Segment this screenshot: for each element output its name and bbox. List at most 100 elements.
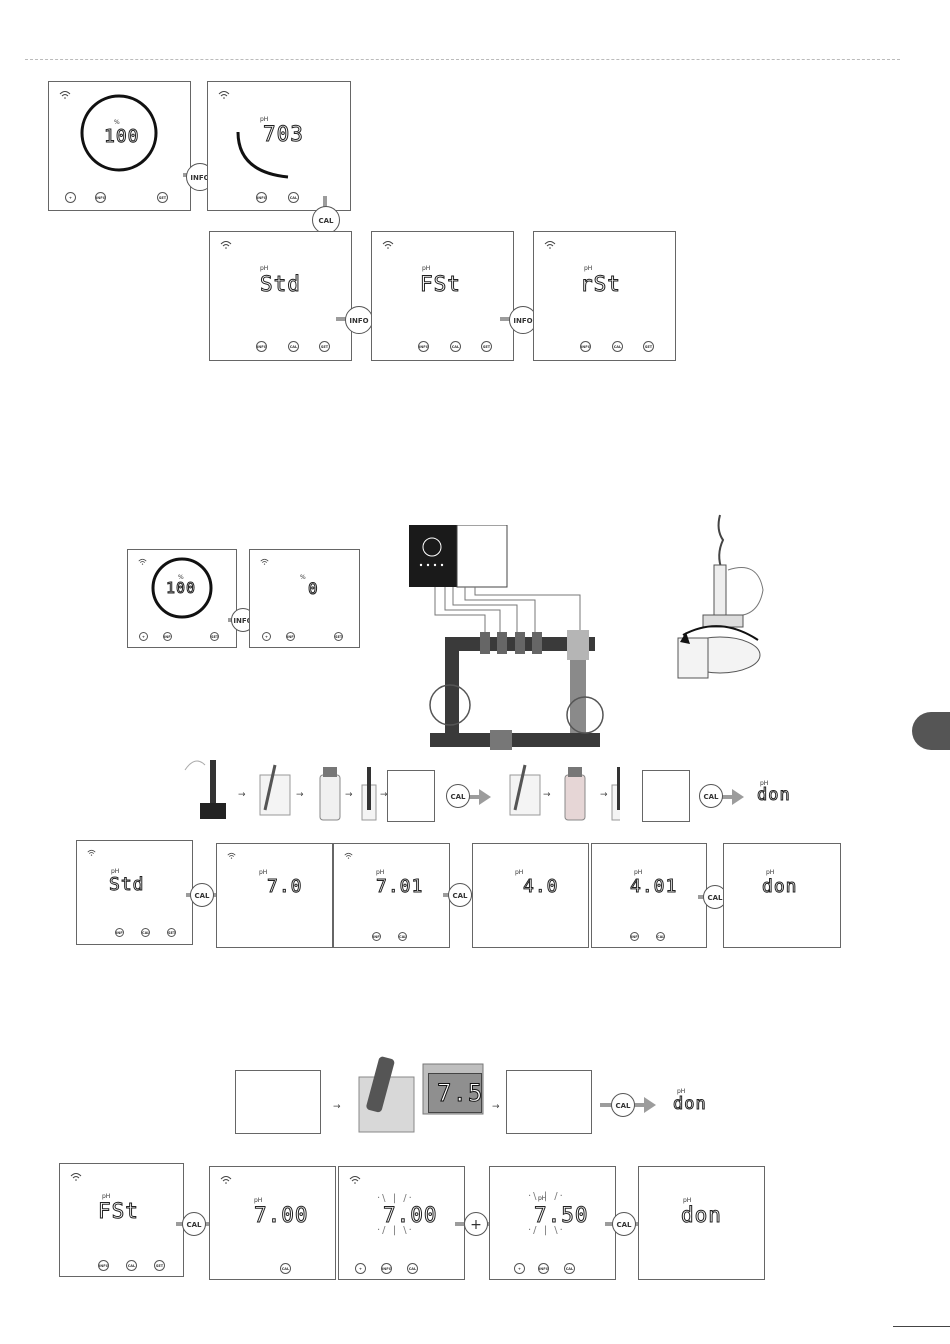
cal-button[interactable]: CAL [612,341,623,352]
cal-bubble: CAL [699,784,723,808]
lcd-done: don [673,1094,707,1115]
info-button[interactable]: INFO [256,192,267,203]
progress-ring [151,557,213,619]
cal-button[interactable]: CAL [656,932,665,941]
plus-button[interactable]: + [262,632,271,641]
lcd-value: 100 [165,579,197,598]
set-button[interactable]: SET [154,1260,165,1271]
cal-bubble: CAL [190,883,214,907]
ph-unit: pH [102,1193,111,1200]
step-arrow-icon: → [492,1102,500,1112]
footer-rule [893,1326,950,1327]
set-button[interactable]: SET [481,341,492,352]
step-arrow-icon: → [345,790,353,800]
cal-button[interactable]: CAL [141,928,150,937]
lcd-value: 4.01 [629,876,678,898]
meter-display: 7.5 [428,1073,483,1113]
flash-marks-icon: ·\ | /· [528,1191,565,1202]
wifi-icon [220,1176,232,1184]
screen-done: pH don [638,1166,765,1280]
ph-unit: pH [584,265,593,272]
lcd-value: don [762,876,798,898]
info-button[interactable]: INFO [256,341,267,352]
wifi-icon [138,558,147,565]
step-arrow-icon: → [333,1102,341,1112]
info-button[interactable]: INFO [98,1260,109,1271]
wifi-icon [59,91,71,99]
plus-bubble: + [464,1212,488,1236]
lcd-value: don [681,1203,722,1228]
set-button[interactable]: SET [643,341,654,352]
wifi-icon [70,1173,82,1181]
cal-button[interactable]: CAL [564,1263,575,1274]
screen-ph-7-00: pH 7.00 CAL [209,1166,336,1280]
info-button[interactable]: INFO [580,341,591,352]
lcd-value: rSt [580,272,621,297]
lcd-value: 0 [308,579,319,599]
wifi-icon [344,852,353,859]
screen-std: pH Std INFO CAL SET [209,231,352,361]
lcd-value: Std [109,874,145,896]
lcd-done: don [757,785,791,806]
percent-unit: % [300,574,306,581]
info-bubble: INFO [345,306,373,334]
ph-unit: pH [376,869,385,876]
ph-arc [236,131,289,179]
percent-unit: % [178,574,184,581]
wifi-icon [87,849,96,856]
plus-button[interactable]: + [355,1263,366,1274]
plus-button[interactable]: + [139,632,148,641]
cal-bubble: CAL [182,1212,206,1236]
screen-ph-7-01: pH 7.01 INFO CAL [333,843,450,948]
set-button[interactable]: SET [319,341,330,352]
step-arrow-icon: → [380,790,388,800]
info-button[interactable]: INFO [381,1263,392,1274]
plus-button[interactable]: + [65,192,76,203]
ph-unit: pH [515,869,524,876]
cal-button[interactable]: CAL [407,1263,418,1274]
flash-marks-icon: ·\ | /· [377,1193,414,1204]
set-button[interactable]: SET [334,632,343,641]
info-button[interactable]: INFO [418,341,429,352]
flash-marks-icon: ·/ | \· [528,1225,565,1236]
screen-ph-7-00-flashing: ·\ | /· ·/ | \· 7.00 + INFO CAL [338,1166,465,1280]
set-button[interactable]: SET [167,928,176,937]
cal-button[interactable]: CAL [126,1260,137,1271]
blank-screen [642,770,690,822]
lcd-value: 7.00 [383,1203,438,1228]
set-button[interactable]: SET [210,632,219,641]
screen-ph-703: pH 703 INFO CAL [207,81,351,211]
screen-ph-4-01: pH 4.01 INFO CAL [591,843,707,948]
info-button[interactable]: INFO [286,632,295,641]
plus-button[interactable]: + [514,1263,525,1274]
info-button[interactable]: INFO [115,928,124,937]
set-button[interactable]: SET [157,192,168,203]
info-button[interactable]: INFO [95,192,106,203]
info-button[interactable]: INFO [372,932,381,941]
wifi-icon [220,241,232,249]
screen-ph-4-0: pH 4.0 [472,843,589,948]
cal-button[interactable]: CAL [280,1263,291,1274]
step-arrow-icon: → [296,790,304,800]
info-button[interactable]: INFO [163,632,172,641]
info-button[interactable]: INFO [630,932,639,941]
lcd-value: 7.00 [254,1203,309,1228]
ph-unit: pH [254,1197,263,1204]
info-button[interactable]: INFO [538,1263,549,1274]
cal-button[interactable]: CAL [398,932,407,941]
cal-button[interactable]: CAL [450,341,461,352]
blank-screen [387,770,435,822]
screen-ph-7-0: pH 7.0 [216,843,333,948]
cal-bubble: CAL [448,883,472,907]
ph-unit: pH [760,780,769,787]
screen-percent-100: % 100 + INFO SET [48,81,191,211]
cal-bubble: CAL [611,1093,635,1117]
cal-button[interactable]: CAL [288,192,299,203]
lcd-value: FSt [98,1199,139,1224]
ph-unit: pH [260,265,269,272]
ph-unit: pH [259,869,268,876]
lcd-value: 4.0 [523,876,559,898]
step-arrow-icon: → [238,790,246,800]
cal-button[interactable]: CAL [288,341,299,352]
step-arrow-icon: → [600,790,608,800]
